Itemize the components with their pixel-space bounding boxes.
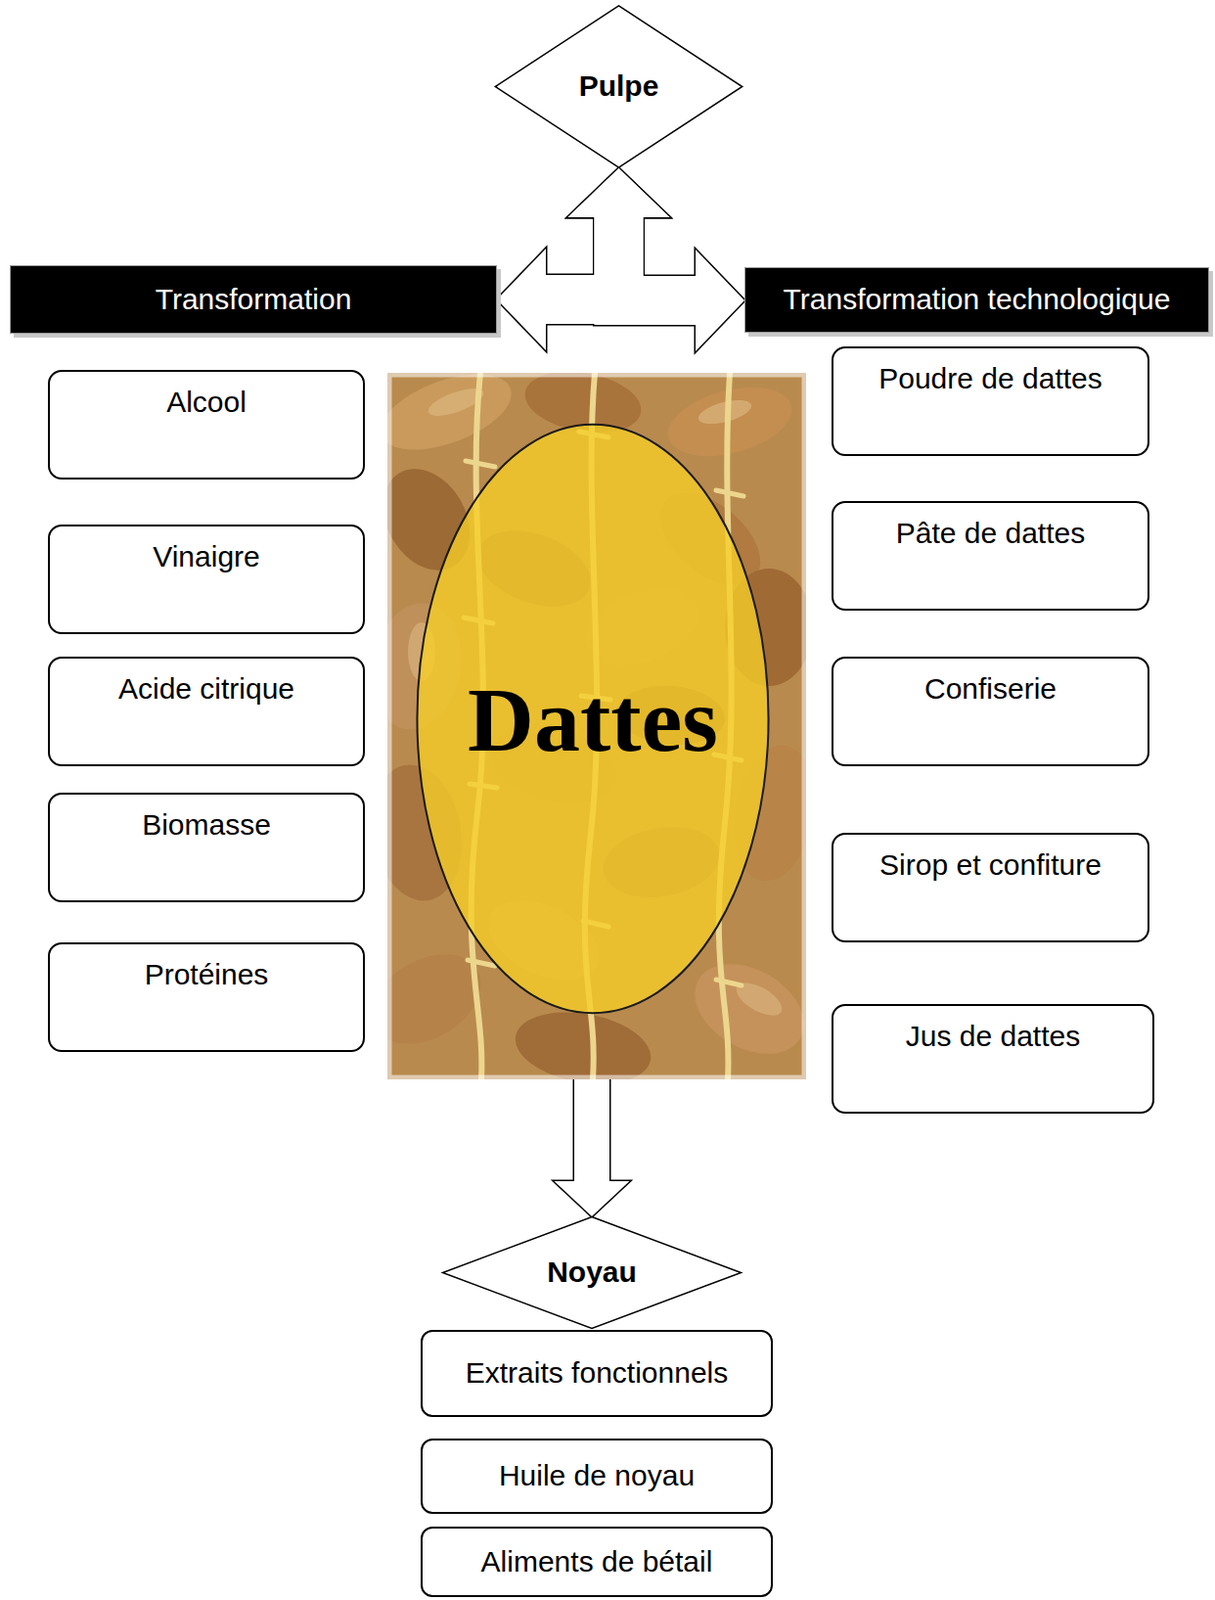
section-band: Transformation technologique <box>744 267 1210 333</box>
block-arrow <box>568 168 746 352</box>
node-label: Alcool <box>166 385 247 420</box>
node-label: Confiserie <box>924 672 1057 707</box>
product-box: Confiserie <box>831 656 1150 766</box>
node-label: Poudre de dattes <box>878 361 1103 397</box>
node-label: Pulpe <box>579 69 660 104</box>
node-label: Transformation technologique <box>783 282 1171 317</box>
node-label: Acide citrique <box>118 672 295 707</box>
product-box: Jus de dattes <box>831 1003 1155 1114</box>
product-box: Sirop et confiture <box>831 832 1150 943</box>
product-box: Acide citrique <box>47 656 365 766</box>
photo-edge <box>389 374 805 1078</box>
product-box: Huile de noyau <box>420 1438 773 1514</box>
product-box: Biomasse <box>47 792 365 902</box>
date-fruits <box>387 372 807 1080</box>
product-box: Poudre de dattes <box>831 346 1150 456</box>
node-label: Sirop et confiture <box>879 848 1102 883</box>
node-label: Dattes <box>467 673 719 765</box>
node-label: Aliments de bétail <box>481 1544 714 1579</box>
product-box: Extraits fonctionnels <box>420 1329 773 1417</box>
product-box: Protéines <box>47 942 365 1052</box>
node-label: Jus de dattes <box>905 1019 1080 1054</box>
decision-diamond: Noyau <box>441 1215 743 1329</box>
highlight-ellipse: Dattes <box>415 422 770 1015</box>
decision-diamond: Pulpe <box>494 4 744 169</box>
product-box: Vinaigre <box>47 524 365 634</box>
product-box: Alcool <box>47 369 365 480</box>
node-label: Protéines <box>144 957 270 992</box>
node-label: Huile de noyau <box>498 1458 695 1493</box>
node-label: Pâte de dattes <box>896 516 1085 551</box>
block-arrow-fill <box>568 168 746 352</box>
product-box: Aliments de bétail <box>420 1526 773 1597</box>
product-box: Pâte de dattes <box>831 500 1150 611</box>
node-label: Vinaigre <box>152 540 261 575</box>
node-label: Biomasse <box>141 808 271 843</box>
node-label: Extraits fonctionnels <box>465 1355 728 1391</box>
node-label: Transformation <box>155 282 353 317</box>
node-label: Noyau <box>546 1255 637 1290</box>
section-band: Transformation <box>9 265 497 334</box>
